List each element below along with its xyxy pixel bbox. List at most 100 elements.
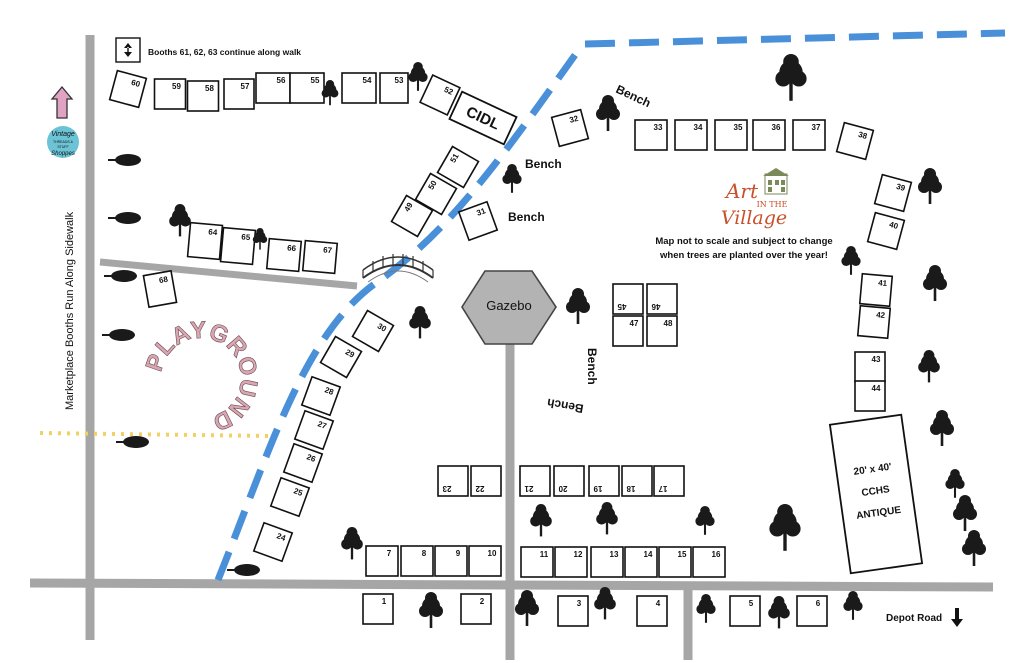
booth-60[interactable]: 60 xyxy=(108,69,148,109)
booth-number: 18 xyxy=(626,484,635,493)
gazebo[interactable]: Gazebo xyxy=(461,270,557,345)
tree-icon xyxy=(596,95,620,131)
down-arrow-icon xyxy=(951,608,963,627)
booth-27[interactable]: 27 xyxy=(293,409,335,451)
booth-10[interactable]: 10 xyxy=(468,545,502,577)
booth-23[interactable]: 23 xyxy=(437,465,469,497)
booth-45[interactable]: 45 xyxy=(612,283,644,315)
booth-6[interactable]: 6 xyxy=(796,595,828,627)
booth-number: 40 xyxy=(888,220,899,231)
booth-number: 3 xyxy=(577,599,582,608)
booth-68[interactable]: 68 xyxy=(142,269,178,309)
booth-58[interactable]: 58 xyxy=(186,80,220,112)
booth-65[interactable]: 65 xyxy=(219,226,257,266)
booth-19[interactable]: 19 xyxy=(588,465,620,497)
booth-54[interactable]: 54 xyxy=(341,72,377,104)
booth-14[interactable]: 14 xyxy=(624,546,658,578)
booth-3[interactable]: 3 xyxy=(557,595,589,627)
booth-25[interactable]: 25 xyxy=(269,476,311,518)
booth-number: 59 xyxy=(172,82,181,91)
tree-icon xyxy=(108,212,141,224)
booth-21[interactable]: 21 xyxy=(519,465,551,497)
tree-icon xyxy=(768,596,790,629)
booth-41[interactable]: 41 xyxy=(858,272,894,308)
booth-59[interactable]: 59 xyxy=(153,78,187,110)
sidewalk-dotted-line xyxy=(39,431,273,438)
booth-5[interactable]: 5 xyxy=(729,595,761,627)
booth-39[interactable]: 39 xyxy=(873,173,913,213)
booth-16[interactable]: 16 xyxy=(692,546,726,578)
booth-15[interactable]: 15 xyxy=(658,546,692,578)
booth-number: 23 xyxy=(442,484,451,493)
cchs-antique-building[interactable]: 20' x 40' CCHS ANTIQUE xyxy=(828,413,924,575)
booth-8[interactable]: 8 xyxy=(400,545,434,577)
booth-13[interactable]: 13 xyxy=(590,546,624,578)
booth-24[interactable]: 24 xyxy=(252,521,294,563)
booth-17[interactable]: 17 xyxy=(653,465,685,497)
booth-47[interactable]: 47 xyxy=(612,315,644,347)
booth-1[interactable]: 1 xyxy=(362,593,394,625)
footbridge-icon xyxy=(362,254,434,283)
antique-size-label: 20' x 40' xyxy=(853,462,892,478)
art-in-the-village-logo: Art IN THE Village xyxy=(721,168,789,229)
booth-22[interactable]: 22 xyxy=(470,465,502,497)
booth-number: 2 xyxy=(480,597,485,606)
booth-40[interactable]: 40 xyxy=(866,211,906,251)
booth-42[interactable]: 42 xyxy=(856,304,892,340)
booth-20[interactable]: 20 xyxy=(553,465,585,497)
booth-number: 10 xyxy=(488,549,497,558)
booth-52[interactable]: 52 xyxy=(419,74,461,116)
booth-66[interactable]: 66 xyxy=(265,237,303,273)
booth-number: 52 xyxy=(443,85,455,97)
art-logo-word: Art xyxy=(724,179,759,203)
booth-number: 4 xyxy=(656,599,661,608)
booth-38[interactable]: 38 xyxy=(835,121,875,161)
booth-33[interactable]: 33 xyxy=(634,119,668,151)
cidl-building[interactable]: CIDL xyxy=(448,90,518,146)
booth-53[interactable]: 53 xyxy=(379,72,409,104)
booth-31[interactable]: 31 xyxy=(457,200,499,242)
tree-icon xyxy=(930,410,954,446)
booth-29[interactable]: 29 xyxy=(319,335,363,379)
booth-56[interactable]: 56 xyxy=(255,72,291,104)
booth-11[interactable]: 11 xyxy=(520,546,554,578)
booth-43[interactable]: 43 xyxy=(854,351,886,383)
booth-30[interactable]: 30 xyxy=(351,309,395,353)
booth-34[interactable]: 34 xyxy=(674,119,708,151)
booth-number: 57 xyxy=(241,82,250,91)
booth-7[interactable]: 7 xyxy=(365,545,399,577)
booth-67[interactable]: 67 xyxy=(301,239,339,275)
booth-48[interactable]: 48 xyxy=(646,315,678,347)
booth-26[interactable]: 26 xyxy=(282,442,324,484)
booth-number: 24 xyxy=(275,531,287,543)
booth-64[interactable]: 64 xyxy=(186,221,224,261)
booth-51[interactable]: 51 xyxy=(436,145,480,189)
booth-50[interactable]: 50 xyxy=(414,172,458,216)
booth-28[interactable]: 28 xyxy=(300,375,342,417)
booth-44[interactable]: 44 xyxy=(854,380,886,412)
roads xyxy=(29,35,994,660)
tree-icon xyxy=(321,80,339,106)
booth-18[interactable]: 18 xyxy=(621,465,653,497)
booth-9[interactable]: 9 xyxy=(434,545,468,577)
booth-55[interactable]: 55 xyxy=(289,72,325,104)
tree-icon xyxy=(696,594,716,623)
booth-number: 35 xyxy=(734,123,743,132)
tree-icon xyxy=(962,530,986,566)
booth-32[interactable]: 32 xyxy=(550,108,590,148)
booth-46[interactable]: 46 xyxy=(646,283,678,315)
booth-4[interactable]: 4 xyxy=(636,595,668,627)
tree-icon xyxy=(502,164,522,193)
booth-49[interactable]: 49 xyxy=(390,194,434,238)
booth-number: 12 xyxy=(574,550,583,559)
booth-12[interactable]: 12 xyxy=(554,546,588,578)
booth-35[interactable]: 35 xyxy=(714,119,748,151)
booth-57[interactable]: 57 xyxy=(223,78,255,110)
playground-label: PLAYGROUND xyxy=(141,317,263,437)
booth-2[interactable]: 2 xyxy=(460,593,492,625)
booth-37[interactable]: 37 xyxy=(792,119,826,151)
booth-36[interactable]: 36 xyxy=(752,119,786,151)
walk-path xyxy=(214,52,578,582)
